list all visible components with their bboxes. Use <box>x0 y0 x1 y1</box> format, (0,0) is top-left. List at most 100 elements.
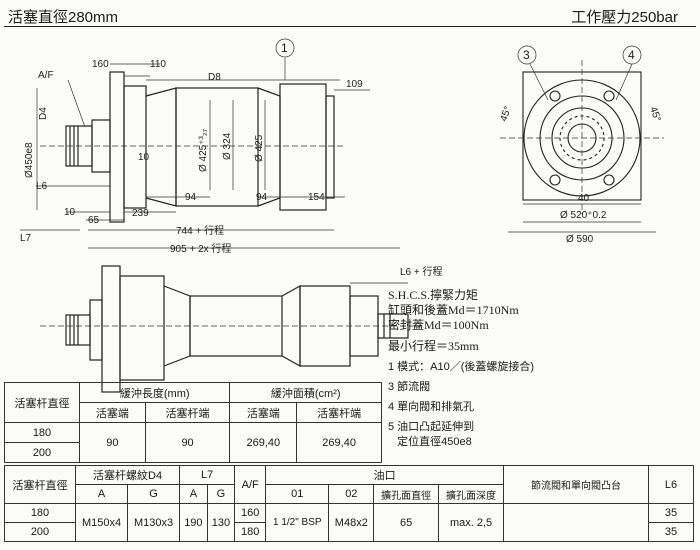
dim-40: 40 <box>578 193 590 204</box>
dim-160: 160 <box>92 59 109 70</box>
value-cell: 90 <box>144 422 231 463</box>
thread-g-cell: M130x3 <box>127 503 181 542</box>
l6-header: L6 <box>648 465 694 504</box>
port-02-cell: M48x2 <box>328 503 375 542</box>
dim-l7: L7 <box>20 233 32 244</box>
angle-right: 45° <box>647 105 663 123</box>
af-header: A/F <box>234 465 267 504</box>
callout-1: 1 <box>281 41 288 55</box>
af-cell: 180 <box>234 522 267 542</box>
port-header: 油口 <box>265 465 504 485</box>
dim-l6-stroke: L6 + 行程 <box>400 265 443 278</box>
shcs-line1: 缸頭和後蓋Md＝1710Nm <box>388 303 519 317</box>
rod-cell: 180 <box>4 422 80 443</box>
cylinder-tube <box>175 87 259 207</box>
ag-header: A <box>179 484 208 504</box>
legend-item: 1 模式：A10／(後蓋螺旋接合) <box>388 361 535 373</box>
value-cell: 269,40 <box>229 422 298 463</box>
dim-520: Ø 520⁺0.2 <box>560 210 607 221</box>
sub-header: 活塞端 <box>79 402 146 423</box>
counterbore-depth-cell: max. 2,5 <box>438 503 504 542</box>
pressure-title: 工作壓力250bar <box>571 9 678 26</box>
legend-item: 定位直徑450e8 <box>388 436 472 448</box>
dim-d4: D4 <box>38 107 49 120</box>
dim-324: Ø 324 <box>222 132 233 160</box>
legend-item: 4 單向閥和排氣孔 <box>388 401 475 413</box>
dim-94-right: 94 <box>256 192 268 203</box>
thread-header: 活塞杆螺紋D4 <box>74 465 181 485</box>
rod-cell: 180 <box>4 503 76 523</box>
dimensions-table: 活塞杆直徑 活塞杆螺紋D4 L7 A/F 油口 節流閥和單向閥凸台 L6 A G… <box>4 465 694 542</box>
l7-a-cell: 190 <box>179 503 208 542</box>
dim-10-lower: 10 <box>64 207 76 218</box>
sub-header: 活塞杆端 <box>296 402 382 423</box>
l6-cell: 35 <box>648 522 694 542</box>
dim-744: 744 + 行程 <box>176 224 224 237</box>
dim-590: Ø 590 <box>566 234 594 245</box>
port-sub-header: 01 <box>265 484 330 504</box>
dim-94-left: 94 <box>185 192 197 203</box>
dim-154: 154 <box>308 192 325 203</box>
sub-header: 活塞杆端 <box>144 402 231 423</box>
legend-item: 5 油口凸起延伸到 <box>388 421 475 433</box>
dim-l6: L6 <box>36 181 48 192</box>
rod-dia-header: 活塞杆直徑 <box>4 382 80 423</box>
rod-cell: 200 <box>4 522 76 542</box>
l7-header: L7 <box>179 465 236 485</box>
dim-109: 109 <box>346 79 363 90</box>
callout-3-circle <box>517 45 537 65</box>
legend-list: 1 模式：A10／(後蓋螺旋接合) 3 節流閥 4 單向閥和排氣孔 5 油口凸起… <box>388 360 534 450</box>
port-sub-header: 擴孔面直徑 <box>373 484 440 504</box>
rod-dia-header: 活塞杆直徑 <box>4 465 76 504</box>
notes-block: S.H.C.S.擰緊力矩 缸頭和後蓋Md＝1710Nm 密封蓋Md＝100Nm … <box>388 288 534 455</box>
table-row: 180 90 90 269,40 269,40 <box>4 422 382 463</box>
legend-item: 3 節流閥 <box>388 381 431 393</box>
table-row: 180 M150x4 M130x3 190 130 160 1 1/2" BSP… <box>4 503 694 542</box>
callout-4-circle <box>622 45 642 65</box>
cushion-length-header: 緩沖長度(mm) <box>78 382 231 403</box>
dim-110: 110 <box>150 59 166 70</box>
thread-a-cell: M150x4 <box>74 503 129 542</box>
dim-d8: D8 <box>208 72 221 83</box>
dim-d450: Ø450e8 <box>24 142 35 178</box>
dim-af: A/F <box>38 70 54 81</box>
header-rule <box>4 26 696 27</box>
ag-header: A <box>74 484 129 504</box>
page-title: 活塞直徑280mm <box>8 9 119 26</box>
dim-10-upper: 10 <box>138 152 150 163</box>
dim-425-tol: Ø 425⁺³₂₇ <box>198 128 209 172</box>
af-cell: 160 <box>234 503 267 523</box>
value-cell: 90 <box>79 422 146 463</box>
cushion-area-header: 緩沖面積(cm²) <box>229 382 382 403</box>
port-01-cell: 1 1/2" BSP <box>265 503 330 542</box>
ag-header: G <box>127 484 181 504</box>
angle-left: 45° <box>498 105 514 123</box>
callout-3: 3 <box>523 48 530 62</box>
table-row: 200 <box>4 442 382 463</box>
sub-header: 活塞端 <box>229 402 298 423</box>
dim-239: 239 <box>132 208 149 219</box>
shcs-line2: 密封蓋Md＝100Nm <box>388 318 489 332</box>
dim-425: Ø 425 <box>254 134 265 162</box>
port-sub-header: 擴孔面深度 <box>438 484 504 504</box>
l6-cell: 35 <box>648 503 694 523</box>
min-stroke: 最小行程＝35mm <box>388 339 479 353</box>
port-sub-header: 02 <box>328 484 375 504</box>
valve-boss-cell <box>503 503 649 542</box>
ag-header: G <box>206 484 236 504</box>
value-cell: 269,40 <box>296 422 382 463</box>
shcs-title: S.H.C.S.擰緊力矩 <box>388 288 479 302</box>
cushion-table: 活塞杆直徑 緩沖長度(mm) 緩沖面積(cm²) 活塞端 活塞杆端 活塞端 活塞… <box>4 382 382 463</box>
callout-1-circle <box>275 38 295 58</box>
callout-4: 4 <box>628 48 635 62</box>
l7-g-cell: 130 <box>206 503 236 542</box>
dim-65: 65 <box>88 215 100 226</box>
valve-boss-header: 節流閥和單向閥凸台 <box>503 465 649 504</box>
table-row: 200 180 35 <box>4 522 694 542</box>
bottom-head-flange <box>101 265 121 393</box>
dim-905: 905 + 2x 行程 <box>170 242 231 255</box>
counterbore-dia-cell: 65 <box>373 503 440 542</box>
head-flange <box>109 71 125 223</box>
rod-cell: 200 <box>4 442 80 463</box>
